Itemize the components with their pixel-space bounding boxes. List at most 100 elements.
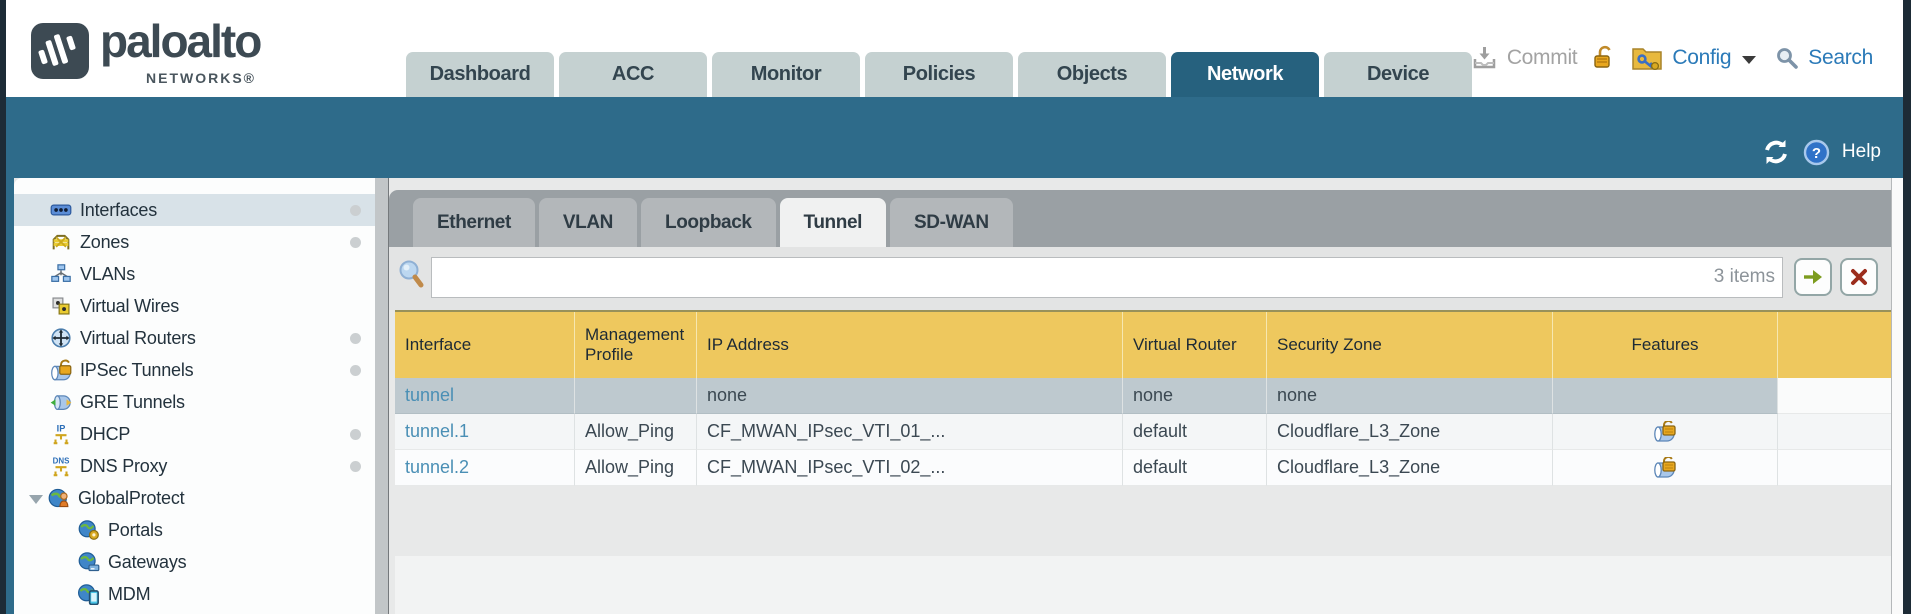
interface-link[interactable]: tunnel.2 [405, 457, 470, 477]
tab-objects[interactable]: Objects [1018, 52, 1166, 97]
sidebar-item-interfaces[interactable]: Interfaces [14, 194, 375, 226]
left-accent-strip [6, 97, 14, 614]
virtual-routers-icon [51, 328, 71, 348]
status-dot [350, 237, 361, 248]
interface-link[interactable]: tunnel.1 [405, 421, 470, 441]
green-arrow-icon [1804, 270, 1822, 284]
ipsec-tunnels-icon [51, 359, 72, 381]
table-row[interactable]: tunnel none none none [395, 378, 1891, 414]
collapse-arrow-icon[interactable] [29, 494, 43, 504]
features-cell [1553, 450, 1778, 486]
portals-icon [78, 520, 99, 540]
commit-icon[interactable] [1471, 44, 1498, 71]
network-sidebar: Interfaces Zones VLANs [14, 178, 375, 614]
subtab-sdwan[interactable]: SD-WAN [890, 198, 1013, 247]
main-content: Ethernet VLAN Loopback Tunnel SD-WAN 3 i… [389, 178, 1903, 614]
table-header: Interface Management Profile IP Address … [395, 310, 1891, 378]
status-dot [350, 205, 361, 216]
subtab-ethernet[interactable]: Ethernet [413, 198, 535, 247]
header-utilities: Commit Config Search [1471, 44, 1873, 71]
window-right-edge [1903, 0, 1911, 614]
filter-bar: 3 items [389, 247, 1903, 310]
config-menu[interactable]: Config [1672, 45, 1732, 69]
col-header-features[interactable]: Features [1553, 312, 1778, 378]
col-header-management-profile[interactable]: Management Profile [575, 312, 697, 378]
vlans-icon [51, 264, 71, 282]
features-cell [1553, 378, 1778, 414]
tunnel-interfaces-table: Interface Management Profile IP Address … [395, 310, 1891, 486]
commit-button[interactable]: Commit [1506, 45, 1578, 69]
sidebar-scrollbar[interactable] [375, 178, 389, 614]
tab-policies[interactable]: Policies [865, 52, 1013, 97]
tab-acc[interactable]: ACC [559, 52, 707, 97]
subtab-vlan[interactable]: VLAN [538, 198, 637, 247]
sidebar-item-vlans[interactable]: VLANs [14, 258, 375, 290]
tab-device[interactable]: Device [1324, 52, 1472, 97]
paloalto-logo-icon [31, 23, 89, 79]
subtab-backdrop: Ethernet VLAN Loopback Tunnel SD-WAN [389, 190, 1903, 247]
global-search-button[interactable]: Search [1808, 45, 1873, 69]
interfaces-icon [50, 204, 72, 216]
unlocked-padlock-icon[interactable] [1592, 45, 1616, 71]
filter-search-icon[interactable] [396, 259, 426, 291]
subtab-tunnel[interactable]: Tunnel [779, 198, 886, 247]
ipsec-feature-icon[interactable] [1652, 456, 1678, 479]
top-header: paloalto NETWORKS® Dashboard ACC Monitor… [6, 0, 1903, 97]
svg-text:?: ? [1812, 145, 1821, 162]
svg-text:DNS: DNS [53, 457, 70, 466]
col-header-ip-address[interactable]: IP Address [697, 312, 1123, 378]
col-header-security-zone[interactable]: Security Zone [1267, 312, 1553, 378]
col-header-interface[interactable]: Interface [395, 312, 575, 378]
sidebar-item-virtual-routers[interactable]: Virtual Routers [14, 322, 375, 354]
main-nav: Dashboard ACC Monitor Policies Objects N… [406, 52, 1472, 97]
gateways-icon [78, 552, 100, 572]
tab-monitor[interactable]: Monitor [712, 52, 860, 97]
content-scrollbar[interactable] [1891, 178, 1903, 614]
sidebar-item-gre-tunnels[interactable]: GRE Tunnels [14, 386, 375, 418]
status-dot [350, 365, 361, 376]
clear-filter-button[interactable] [1840, 258, 1878, 296]
globalprotect-icon [48, 488, 69, 508]
interface-subtabs: Ethernet VLAN Loopback Tunnel SD-WAN [413, 198, 1013, 247]
virtual-wires-icon [52, 297, 70, 315]
red-x-icon [1851, 269, 1867, 285]
interface-link[interactable]: tunnel [405, 385, 455, 405]
sidebar-item-dhcp[interactable]: IP DHCP [14, 418, 375, 450]
subtab-loopback[interactable]: Loopback [641, 198, 776, 247]
help-link[interactable]: Help [1841, 141, 1881, 162]
table-row[interactable]: tunnel.1 Allow_Ping CF_MWAN_IPsec_VTI_01… [395, 414, 1891, 450]
brand-name: paloalto [100, 15, 262, 67]
sidebar-item-zones[interactable]: Zones [14, 226, 375, 258]
sidebar-item-dns-proxy[interactable]: DNS DNS Proxy [14, 450, 375, 482]
sidebar-item-virtual-wires[interactable]: Virtual Wires [14, 290, 375, 322]
table-row[interactable]: tunnel.2 Allow_Ping CF_MWAN_IPsec_VTI_02… [395, 450, 1891, 486]
sidebar-item-mdm[interactable]: MDM [14, 578, 375, 610]
col-header-filler [1778, 312, 1891, 378]
chevron-down-icon[interactable] [1742, 55, 1757, 64]
window-left-edge [0, 0, 6, 614]
search-icon[interactable] [1775, 46, 1799, 70]
brand-subtitle: NETWORKS® [146, 70, 256, 86]
status-dot [350, 461, 361, 472]
apply-filter-button[interactable] [1794, 258, 1832, 296]
sidebar-item-portals[interactable]: Portals [14, 514, 375, 546]
filter-input[interactable] [431, 257, 1783, 298]
status-dot [350, 333, 361, 344]
sidebar-item-globalprotect[interactable]: GlobalProtect [14, 482, 375, 514]
status-dot [350, 429, 361, 440]
table-empty-area [395, 556, 1891, 614]
tab-network[interactable]: Network [1171, 52, 1319, 97]
help-icon[interactable]: ? [1803, 139, 1830, 166]
paloalto-logo: paloalto NETWORKS® [30, 15, 330, 88]
col-header-virtual-router[interactable]: Virtual Router [1123, 312, 1267, 378]
teal-toolbar: ? Help [6, 97, 1903, 178]
refresh-icon[interactable] [1761, 138, 1791, 166]
zones-icon [52, 234, 70, 250]
dhcp-icon: IP [53, 424, 69, 445]
sidebar-item-gateways[interactable]: Gateways [14, 546, 375, 578]
ipsec-feature-icon[interactable] [1652, 420, 1678, 443]
config-folder-icon[interactable] [1631, 44, 1663, 71]
tab-dashboard[interactable]: Dashboard [406, 52, 554, 97]
mdm-icon [78, 584, 99, 605]
sidebar-item-ipsec-tunnels[interactable]: IPSec Tunnels [14, 354, 375, 386]
